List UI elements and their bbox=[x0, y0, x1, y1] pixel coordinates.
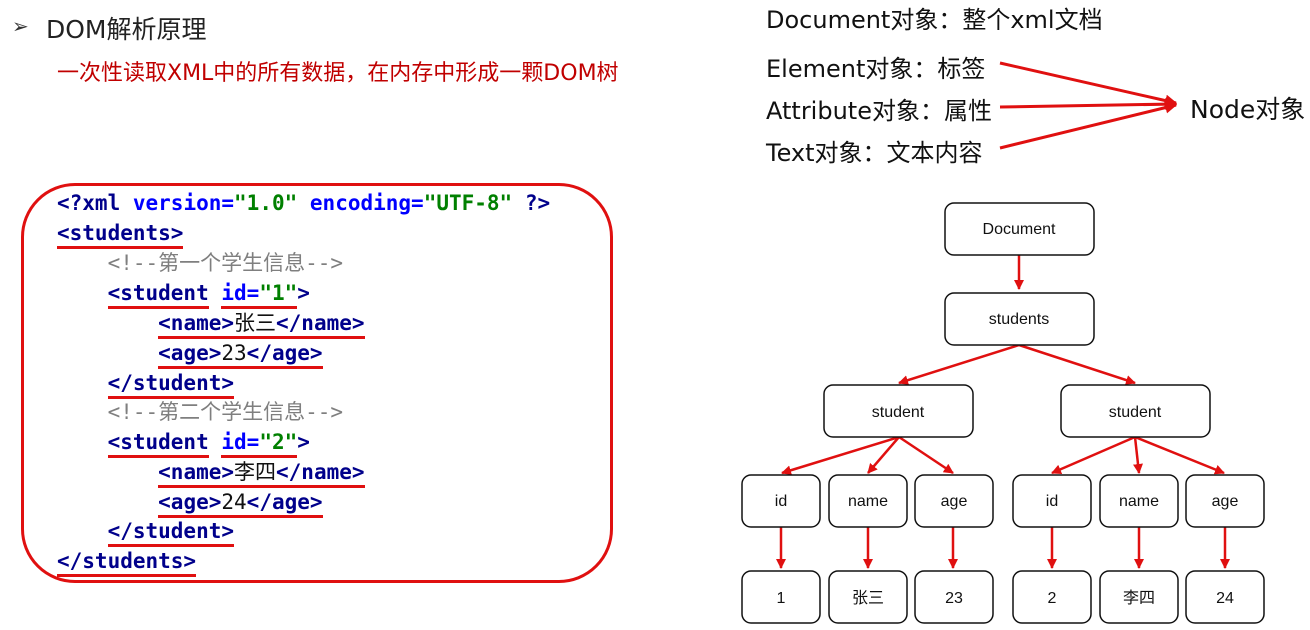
students-to-student1-edge bbox=[898, 343, 1020, 386]
value-node-id-1-label: 1 bbox=[777, 590, 786, 607]
value-node-age-2-label: 24 bbox=[1216, 590, 1234, 607]
students-open-tag: <students> bbox=[57, 221, 184, 249]
id-node-2-label: id bbox=[1046, 493, 1058, 510]
age-node-2 bbox=[1185, 474, 1265, 528]
value-node-name-1 bbox=[828, 570, 908, 624]
student1-to-age-edge bbox=[898, 435, 954, 475]
comment-line-2: <!--第二个学生信息--> bbox=[57, 397, 344, 427]
student-2-close-tag: </student> bbox=[107, 519, 235, 547]
encoding-value: "UTF-8" bbox=[423, 191, 513, 215]
student1-to-name-edge bbox=[867, 436, 900, 474]
xml-declaration-line: <?xml version="1.0" encoding="UTF-8" ?> bbox=[57, 188, 550, 218]
student2-to-name-edge bbox=[1133, 436, 1143, 474]
name-close-tag-1: </name> bbox=[276, 311, 365, 339]
age-close-tag-1: </age> bbox=[246, 341, 323, 369]
student2-to-id-edge bbox=[1051, 435, 1136, 475]
students-node-label: students bbox=[989, 311, 1049, 328]
name-2-line: <name>李四</name> bbox=[57, 457, 365, 488]
age-2-line: <age>24</age> bbox=[57, 487, 323, 518]
element-object-label: Element对象：标签 bbox=[766, 55, 986, 83]
document-node-label: Document bbox=[983, 221, 1056, 238]
id-value-1: "1" bbox=[259, 281, 298, 305]
student-1-close-line: </student> bbox=[57, 368, 235, 399]
name-node-1 bbox=[828, 474, 908, 528]
id-value-2: "2" bbox=[259, 430, 298, 454]
id-node-2 bbox=[1012, 474, 1092, 528]
name-text-2: 李四 bbox=[234, 460, 277, 488]
bullet-icon: ➢ bbox=[12, 14, 29, 38]
age-node-2-label: age bbox=[1212, 493, 1239, 510]
value-node-name-1-label: 张三 bbox=[852, 589, 884, 607]
age-node-1-label: age bbox=[941, 493, 968, 510]
value-node-id-2 bbox=[1012, 570, 1092, 624]
id-node-1 bbox=[741, 474, 821, 528]
subtitle: 一次性读取XML中的所有数据，在内存中形成一颗DOM树 bbox=[57, 61, 619, 86]
name-node-2 bbox=[1099, 474, 1179, 528]
name-text-1: 张三 bbox=[234, 311, 277, 339]
tag-end-2: > bbox=[297, 430, 310, 454]
name-node-2-label: name bbox=[1119, 493, 1159, 510]
attribute-object-label: Attribute对象：属性 bbox=[766, 97, 992, 125]
id-attr-1: id= bbox=[221, 281, 260, 305]
age-1-line: <age>23</age> bbox=[57, 338, 323, 369]
name-node-1-label: name bbox=[848, 493, 888, 510]
students-node bbox=[944, 292, 1095, 346]
students-to-student2-edge bbox=[1018, 343, 1136, 385]
value-node-age-2 bbox=[1185, 570, 1265, 624]
document-object-label: Document对象：整个xml文档 bbox=[766, 6, 1103, 34]
xml-code-box bbox=[21, 183, 613, 583]
student-node-2-label: student bbox=[1109, 404, 1162, 421]
value-node-name-2-label: 李四 bbox=[1123, 589, 1155, 607]
student-node-1 bbox=[823, 384, 974, 438]
age-open-tag-2: <age> bbox=[158, 490, 222, 518]
name-close-tag-2: </name> bbox=[276, 460, 365, 488]
student-node-1-label: student bbox=[872, 404, 925, 421]
student-1-open-line: <student id="1"> bbox=[57, 278, 310, 309]
age-text-1: 23 bbox=[221, 341, 247, 369]
value-node-id-2-label: 2 bbox=[1048, 590, 1057, 607]
student-1-open-tag: <student bbox=[107, 281, 209, 309]
comment-2: <!--第二个学生信息--> bbox=[107, 400, 344, 424]
element-to-node-arrow bbox=[999, 61, 1178, 107]
version-attr: version= bbox=[132, 191, 235, 215]
id-attr-2: id= bbox=[221, 430, 260, 454]
comment-1: <!--第一个学生信息--> bbox=[107, 251, 344, 275]
section-title: DOM解析原理 bbox=[46, 15, 207, 44]
student1-to-id-edge bbox=[781, 435, 900, 476]
age-text-2: 24 bbox=[221, 490, 247, 518]
name-open-tag-2: <name> bbox=[158, 460, 235, 488]
students-close-tag: </students> bbox=[57, 549, 197, 577]
version-value: "1.0" bbox=[234, 191, 298, 215]
name-open-tag-1: <name> bbox=[158, 311, 235, 339]
student-2-open-line: <student id="2"> bbox=[57, 427, 310, 458]
student-2-close-line: </student> bbox=[57, 516, 235, 547]
age-node-1 bbox=[914, 474, 994, 528]
student2-to-age-edge bbox=[1134, 435, 1225, 475]
attribute-to-node-arrow bbox=[999, 98, 1178, 111]
student-2-open-tag: <student bbox=[107, 430, 209, 458]
id-node-1-label: id bbox=[775, 493, 787, 510]
node-object-label: Node对象 bbox=[1190, 95, 1306, 124]
student-node-2 bbox=[1060, 384, 1211, 438]
text-to-node-arrow bbox=[999, 101, 1178, 150]
document-node bbox=[944, 202, 1095, 256]
comment-line-1: <!--第一个学生信息--> bbox=[57, 248, 344, 278]
text-object-label: Text对象：文本内容 bbox=[766, 139, 983, 167]
students-close-line: </students> bbox=[57, 546, 197, 577]
students-open-line: <students> bbox=[57, 218, 184, 249]
tag-end-1: > bbox=[297, 281, 310, 305]
name-1-line: <name>张三</name> bbox=[57, 308, 365, 339]
xml-decl-close: ?> bbox=[524, 191, 551, 215]
value-node-id-1 bbox=[741, 570, 821, 624]
student-1-close-tag: </student> bbox=[107, 371, 235, 399]
encoding-attr: encoding= bbox=[309, 191, 424, 215]
age-close-tag-2: </age> bbox=[246, 490, 323, 518]
value-node-name-2 bbox=[1099, 570, 1179, 624]
age-open-tag-1: <age> bbox=[158, 341, 222, 369]
value-node-age-1 bbox=[914, 570, 994, 624]
value-node-age-1-label: 23 bbox=[945, 590, 963, 607]
xml-decl-open: <?xml bbox=[57, 191, 121, 215]
